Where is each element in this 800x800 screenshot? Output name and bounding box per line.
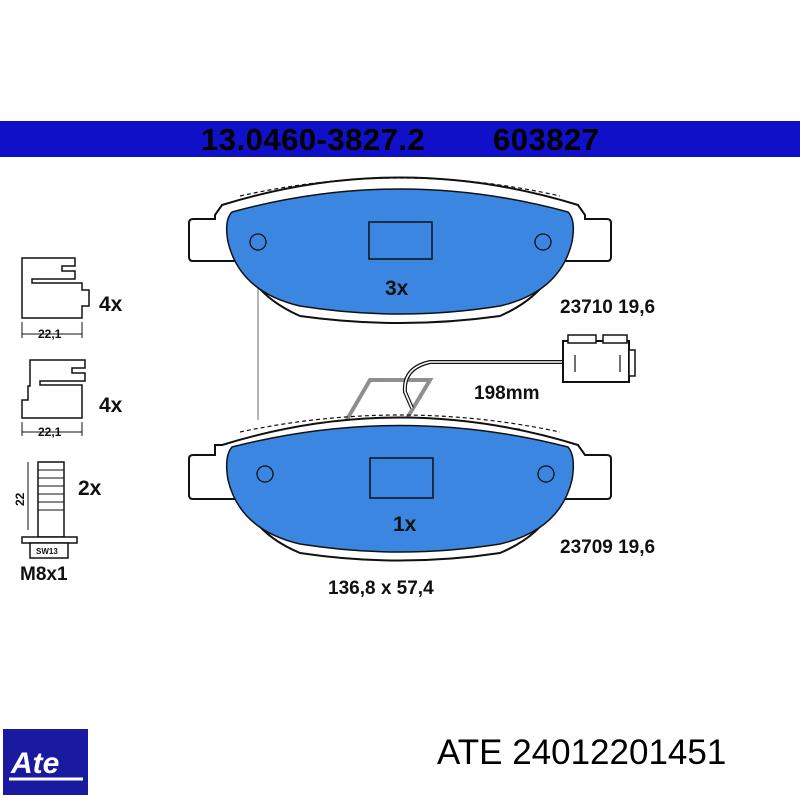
bottom-pad-slot [369, 457, 434, 499]
bottom-brake-pad: 1x [188, 414, 612, 562]
top-pad-friction [225, 188, 575, 315]
clip-2-width: 22,1 [38, 425, 62, 439]
logo-text: Ate [10, 747, 59, 780]
bottom-pad-spec: 23709 19,6 [560, 537, 655, 558]
top-pad-hole-left [249, 233, 267, 251]
bottom-pad-quantity: 1x [393, 513, 417, 536]
brand-part-number: ATE 24012201451 [437, 733, 727, 772]
pad-dimensions: 136,8 x 57,4 [328, 578, 434, 599]
bolt-wrench-size: SW13 [36, 547, 58, 556]
bottom-pad-friction [225, 424, 575, 553]
part-number: 13.0460-3827.2 [201, 122, 426, 157]
sensor-connector [562, 340, 630, 383]
clip-1-width: 22,1 [38, 327, 62, 341]
top-pad-spec: 23710 19,6 [560, 297, 655, 318]
clip-2-quantity: 4x [99, 394, 123, 417]
top-pad-hole-right [534, 233, 552, 251]
bolt-thread: M8x1 [20, 564, 68, 585]
bottom-pad-hole-right [537, 465, 555, 483]
top-brake-pad: 3x [188, 176, 612, 324]
header-bar: 13.0460-3827.2 603827 [0, 121, 800, 157]
clip-2: 22,1 [21, 359, 86, 439]
product-code: 603827 [493, 122, 600, 157]
top-pad-quantity: 3x [385, 277, 409, 300]
ate-logo: Ate [3, 729, 88, 795]
bolt: 22 SW13 [13, 461, 78, 559]
bolt-length: 22 [13, 492, 27, 506]
wear-sensor [402, 334, 636, 409]
top-pad-slot [368, 221, 433, 260]
clip-1-quantity: 4x [99, 293, 123, 316]
bolt-quantity: 2x [78, 477, 102, 500]
sensor-length: 198mm [474, 383, 540, 404]
bottom-pad-hole-left [256, 465, 274, 483]
clip-1: 22,1 [21, 257, 90, 341]
